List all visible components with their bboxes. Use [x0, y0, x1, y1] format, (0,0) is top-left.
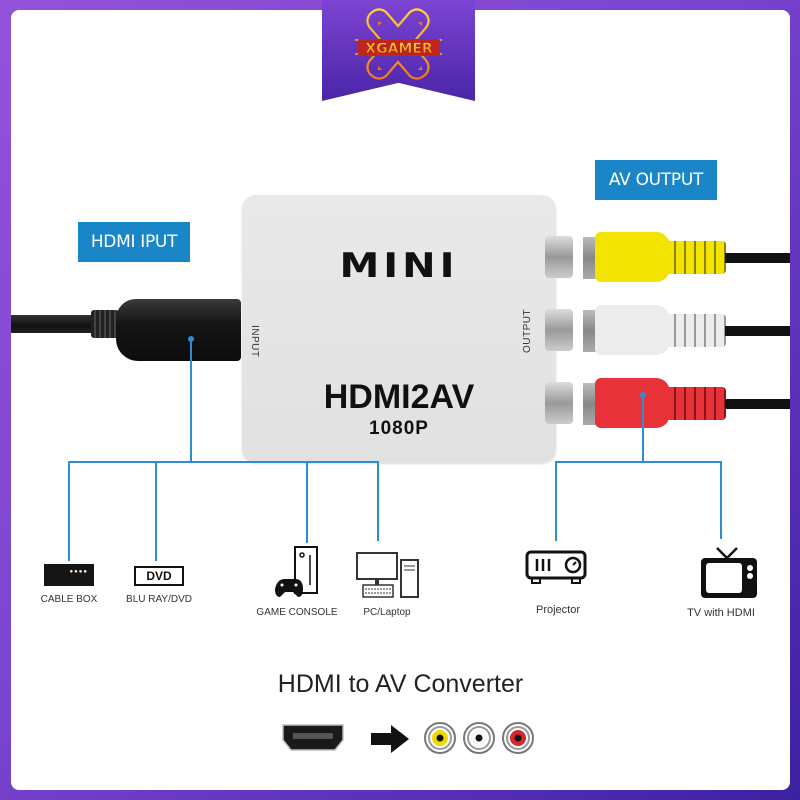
input-connector-dot [188, 336, 194, 342]
hdmi-plug [116, 299, 241, 361]
hdmi-cable-ring [91, 310, 119, 338]
output-connector-dot [640, 392, 646, 398]
rca-jack-yellow-icon [424, 722, 456, 754]
tv-label: TV with HDMI [687, 607, 755, 619]
device-model: HDMI2AV [323, 378, 475, 416]
hdmi-input-label: HDMI IPUT [78, 222, 190, 262]
pc-laptop-label: PC/Laptop [363, 607, 411, 618]
projector-drop [555, 461, 557, 541]
cable-box-label: CABLE BOX [40, 594, 98, 605]
pc-drop [377, 461, 379, 541]
input-bus-line [68, 461, 378, 463]
projector-icon [525, 550, 587, 584]
dvd-icon: DVD [134, 566, 184, 586]
cable-box-drop [68, 461, 70, 561]
projector-label: Projector [535, 604, 581, 616]
hdmi2av-converter: MINI INPUT OUTPUT HDMI2AV 1080P [242, 195, 556, 463]
tv-icon [701, 547, 757, 598]
caption-title: HDMI to AV Converter [277, 670, 524, 698]
device-resolution: 1080P [369, 418, 429, 439]
rca-jack-red-icon [502, 722, 534, 754]
output-trunk-line [642, 396, 644, 462]
av-output-label: AV OUTPUT [595, 160, 717, 200]
arrow-right-icon [371, 725, 409, 753]
game-console-drop [306, 461, 308, 543]
game-console-label: GAME CONSOLE [256, 607, 338, 618]
dvd-label: BLU RAY/DVD [126, 594, 192, 605]
input-trunk-line [190, 340, 192, 462]
dvd-icon-text: DVD [146, 569, 172, 583]
pc-laptop-icon [356, 552, 419, 598]
product-panel: HDMI IPUT AV OUTPUT MINI INPUT OUTPUT HD… [11, 10, 790, 790]
input-port-label: INPUT [249, 325, 260, 358]
hdmi-cable [11, 315, 111, 333]
dvd-drop [155, 461, 157, 561]
device-brand-text: MINI [339, 246, 459, 286]
game-console-icon [275, 546, 318, 597]
rca-jack-white-icon [463, 722, 495, 754]
cable-box-icon: ●●●● [44, 564, 94, 586]
logo-text: XGAMER [365, 41, 433, 57]
tv-drop [720, 461, 722, 539]
xgamer-logo-icon: XGAMER [355, 8, 442, 80]
hdmi-port-icon [282, 724, 344, 751]
output-port-label: OUTPUT [522, 308, 533, 353]
output-bus-line [555, 461, 721, 463]
